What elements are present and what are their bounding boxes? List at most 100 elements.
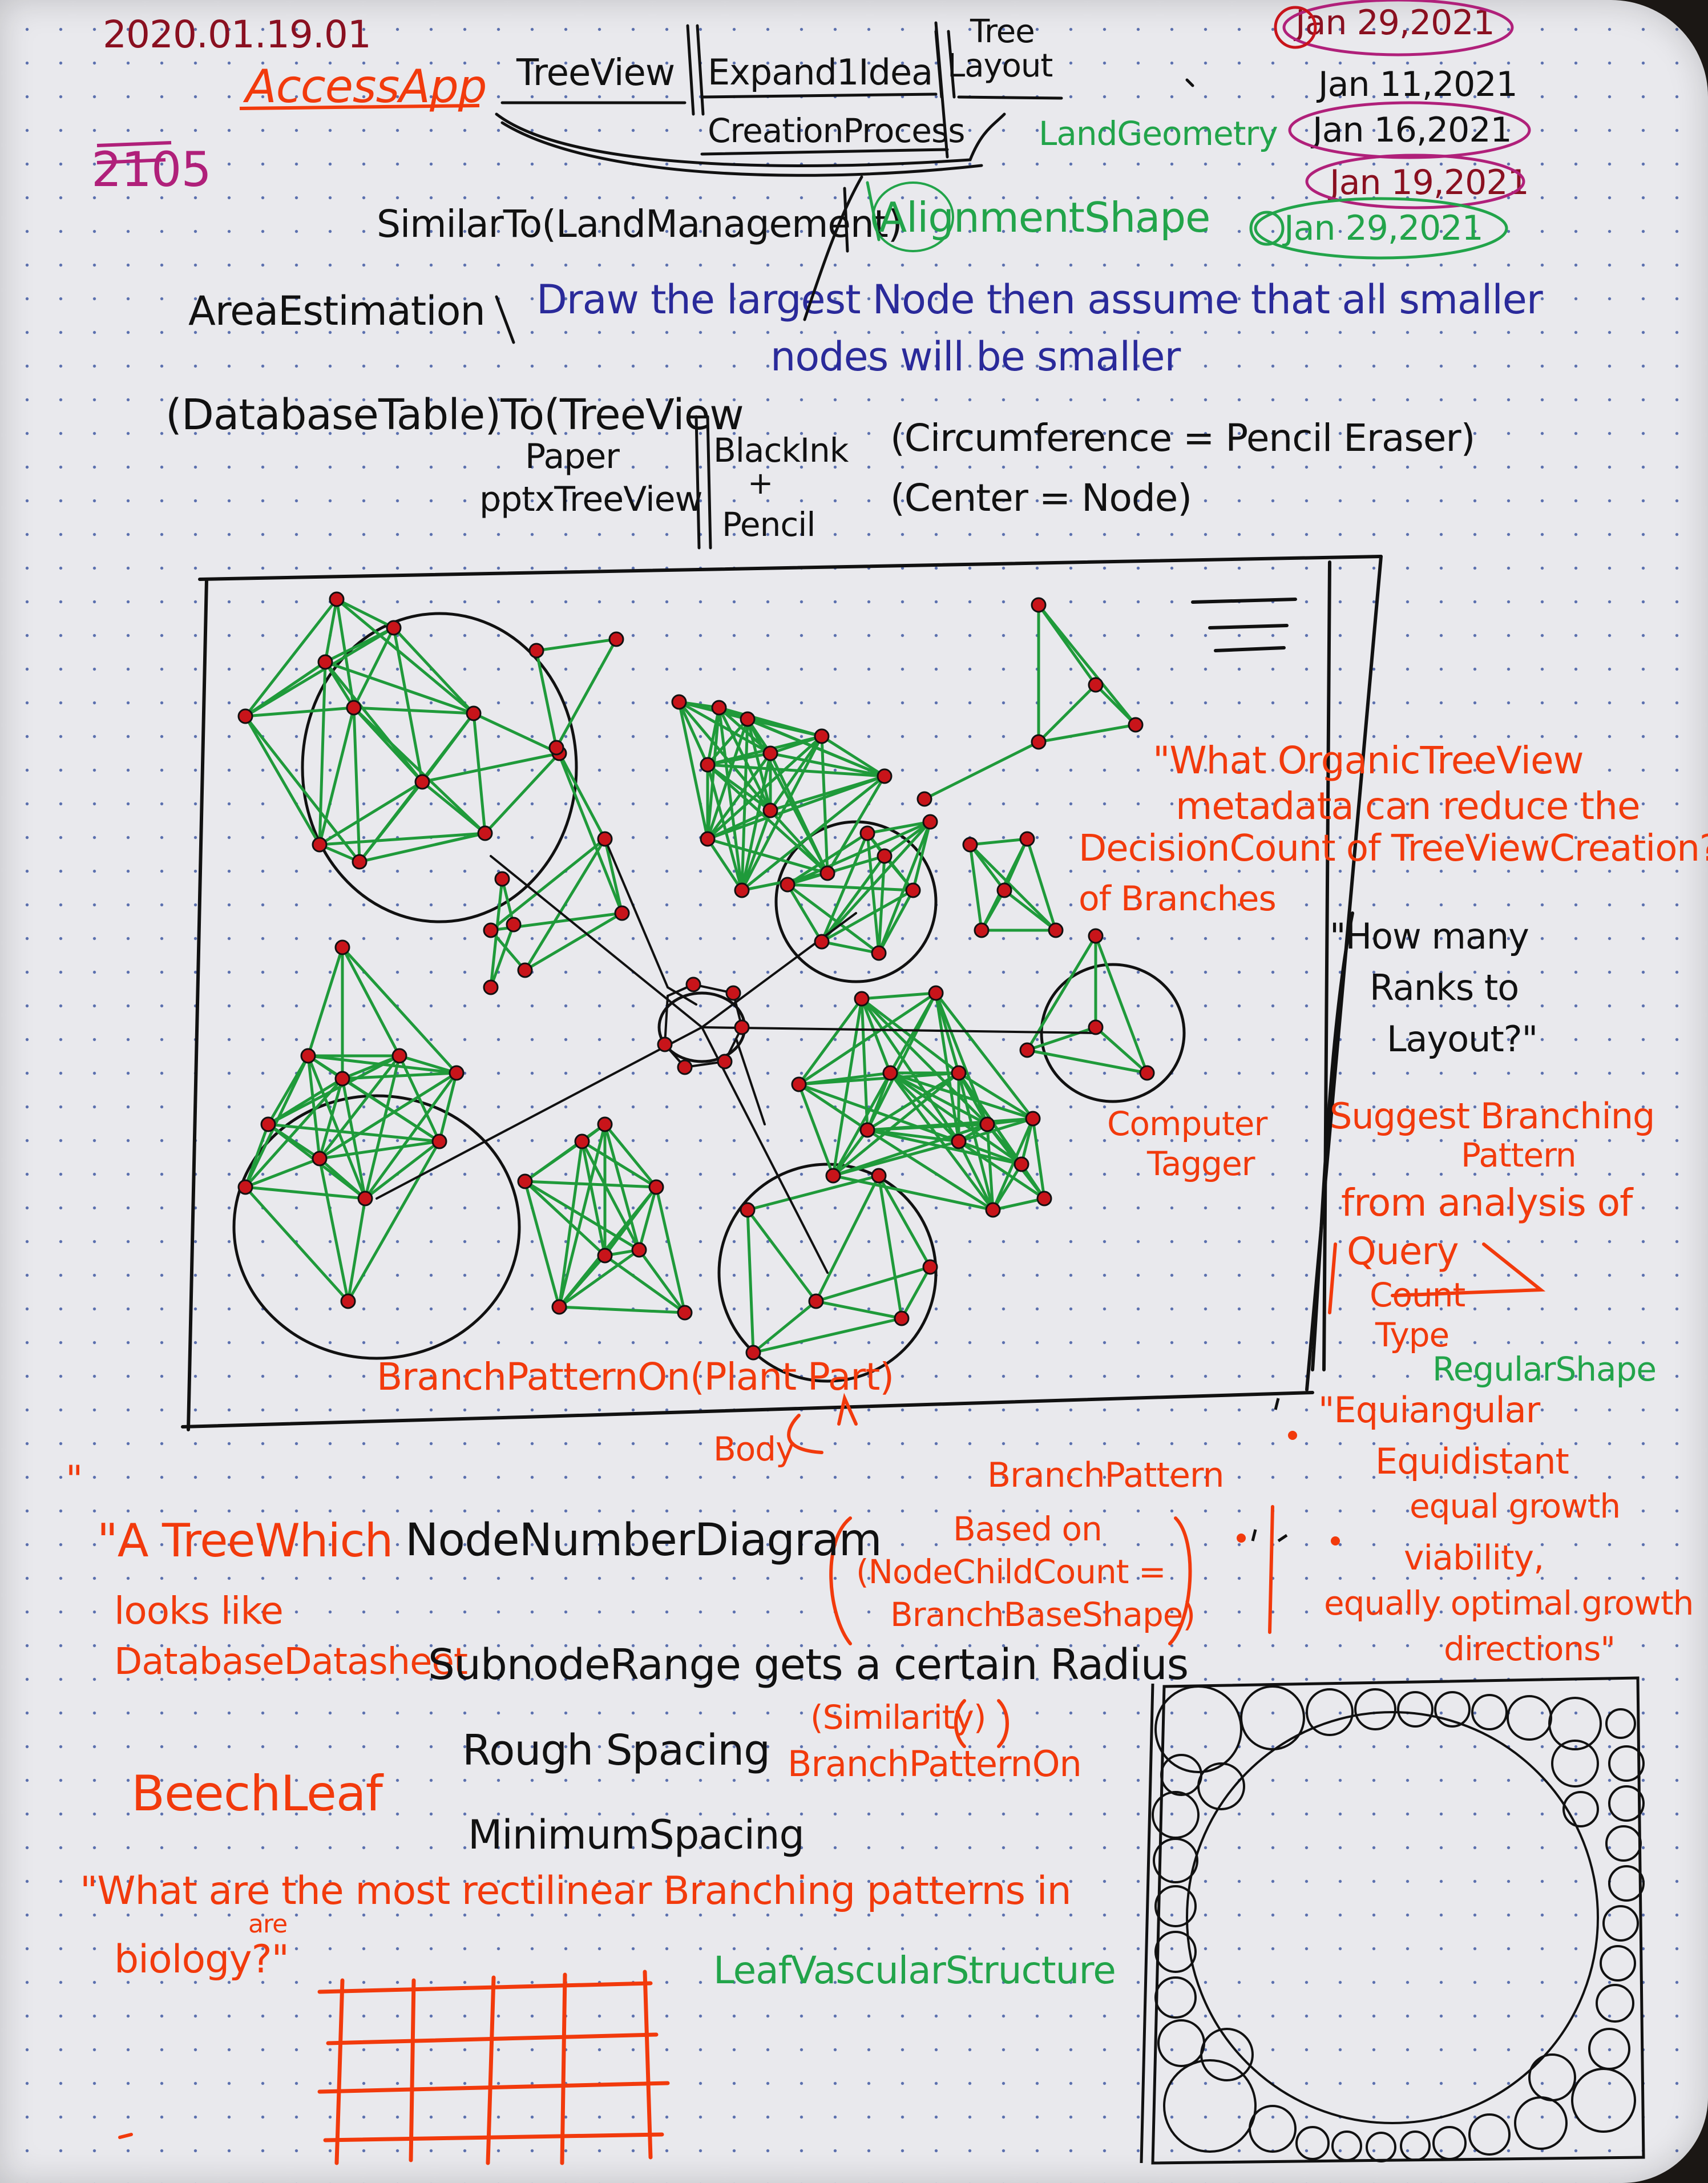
branch-edge [523, 1180, 607, 1257]
conversion-pptx: pptxTreeView [479, 479, 703, 519]
tree-node [631, 1242, 647, 1258]
conversion-center: (Center = Node) [890, 476, 1192, 520]
packed-circle [1397, 1691, 1434, 1728]
tree-node [808, 1293, 824, 1309]
branch-edge [797, 1083, 960, 1143]
node-number-diagram: NodeNumberDiagram [405, 1515, 882, 1566]
packed-circle [1154, 1885, 1197, 1927]
tree-link [604, 838, 669, 988]
branch-edge [831, 997, 863, 1177]
branch-edge [991, 1163, 1023, 1212]
branch-edge [717, 706, 744, 892]
branch-edge [820, 854, 886, 943]
area-estimation-note-2: nodes will be smaller [770, 333, 1181, 380]
branch-edge [706, 763, 886, 778]
title-tree: Tree [970, 13, 1035, 50]
packed-circle [1608, 1745, 1645, 1782]
branch-edge [706, 837, 829, 875]
suggest-branching-5: Count [1370, 1276, 1465, 1314]
branch-edge [860, 997, 869, 1132]
branch-edge [706, 752, 772, 841]
rectilinear-question-1: "What are the most rectilinear Branching… [80, 1869, 1072, 1914]
tree-node [985, 1202, 1001, 1218]
regular-shape-note: RegularShape [1432, 1350, 1657, 1389]
tree-node [740, 711, 756, 727]
tree-node [859, 825, 875, 841]
packed-circle-main [1186, 1711, 1599, 2124]
tree-node [962, 837, 978, 853]
group-circle [301, 612, 578, 923]
tree-node [877, 848, 893, 864]
branch-edge [957, 1140, 995, 1212]
tree-node [996, 882, 1012, 898]
branch-edge [986, 1123, 995, 1212]
tree-node [312, 837, 328, 853]
branch-edge [866, 991, 938, 1132]
ranks-question-line-3: Layout?" [1387, 1018, 1538, 1060]
branch-edge [968, 843, 983, 932]
tree-node [574, 1133, 590, 1149]
branch-edge [769, 735, 823, 812]
branch-edge [306, 1054, 367, 1200]
tree-node [974, 922, 990, 938]
branch-edge [826, 774, 886, 875]
branch-edge [1020, 1117, 1035, 1166]
minimum-spacing-note: MinimumSpacing [468, 1811, 805, 1858]
tree-node [346, 700, 362, 716]
branch-edge [991, 1197, 1046, 1212]
branch-pattern-based-2: Based on [953, 1510, 1103, 1548]
tree-node [431, 1133, 447, 1149]
group-circle [232, 1094, 521, 1360]
branch-edge [877, 820, 932, 955]
tree-node [391, 1048, 407, 1064]
packed-circle [1154, 1685, 1242, 1773]
conversion-circumference: (Circumference = Pencil Eraser) [890, 416, 1475, 460]
tree-node [814, 728, 830, 744]
branch-pattern-based-1: BranchPattern [987, 1455, 1224, 1495]
branch-edge [706, 717, 749, 766]
branch-edge [814, 1174, 881, 1303]
branch-edge [820, 889, 915, 943]
branch-edge [318, 1157, 367, 1200]
tree-node [1088, 1019, 1104, 1035]
tree-node [483, 979, 499, 995]
tree-node [329, 591, 345, 607]
tree-node [597, 1116, 613, 1132]
tree-node [300, 1048, 316, 1064]
branch-edge [746, 1208, 818, 1303]
tree-node [922, 1259, 938, 1275]
tree-node [951, 1065, 967, 1081]
title-tree-view: TreeView [516, 52, 675, 94]
branch-edge [306, 1054, 321, 1160]
branch-edge [472, 712, 561, 755]
tree-node [414, 774, 430, 790]
branch-edge [558, 1140, 584, 1309]
branch-edge [244, 660, 327, 718]
branch-edge [318, 1157, 350, 1303]
land-geometry-note: LandGeometry [1039, 114, 1278, 153]
packed-circle [1354, 1688, 1396, 1730]
conversion-paper: Paper [525, 437, 620, 477]
branch-edge [324, 660, 424, 784]
tree-node [740, 1202, 756, 1218]
tree-node [352, 854, 368, 870]
branch-edge [244, 706, 356, 718]
branch-edge [866, 1117, 1035, 1132]
branch-edge [352, 706, 361, 863]
branch-edge [335, 598, 475, 715]
branch-edge [820, 735, 886, 778]
branch-edge [555, 746, 624, 915]
tree-node [734, 1019, 750, 1035]
code-number: 2105 [91, 142, 212, 197]
branch-edge [820, 820, 932, 943]
branch-edge [341, 1077, 441, 1143]
branch-edge [831, 1071, 960, 1177]
branch-edge [820, 940, 881, 955]
branch-edge [324, 598, 338, 664]
tree-node [608, 631, 624, 647]
tree-node [700, 757, 716, 773]
branch-edge [797, 1083, 869, 1132]
branch-edge [923, 740, 1040, 801]
branch-edge [797, 1083, 835, 1177]
